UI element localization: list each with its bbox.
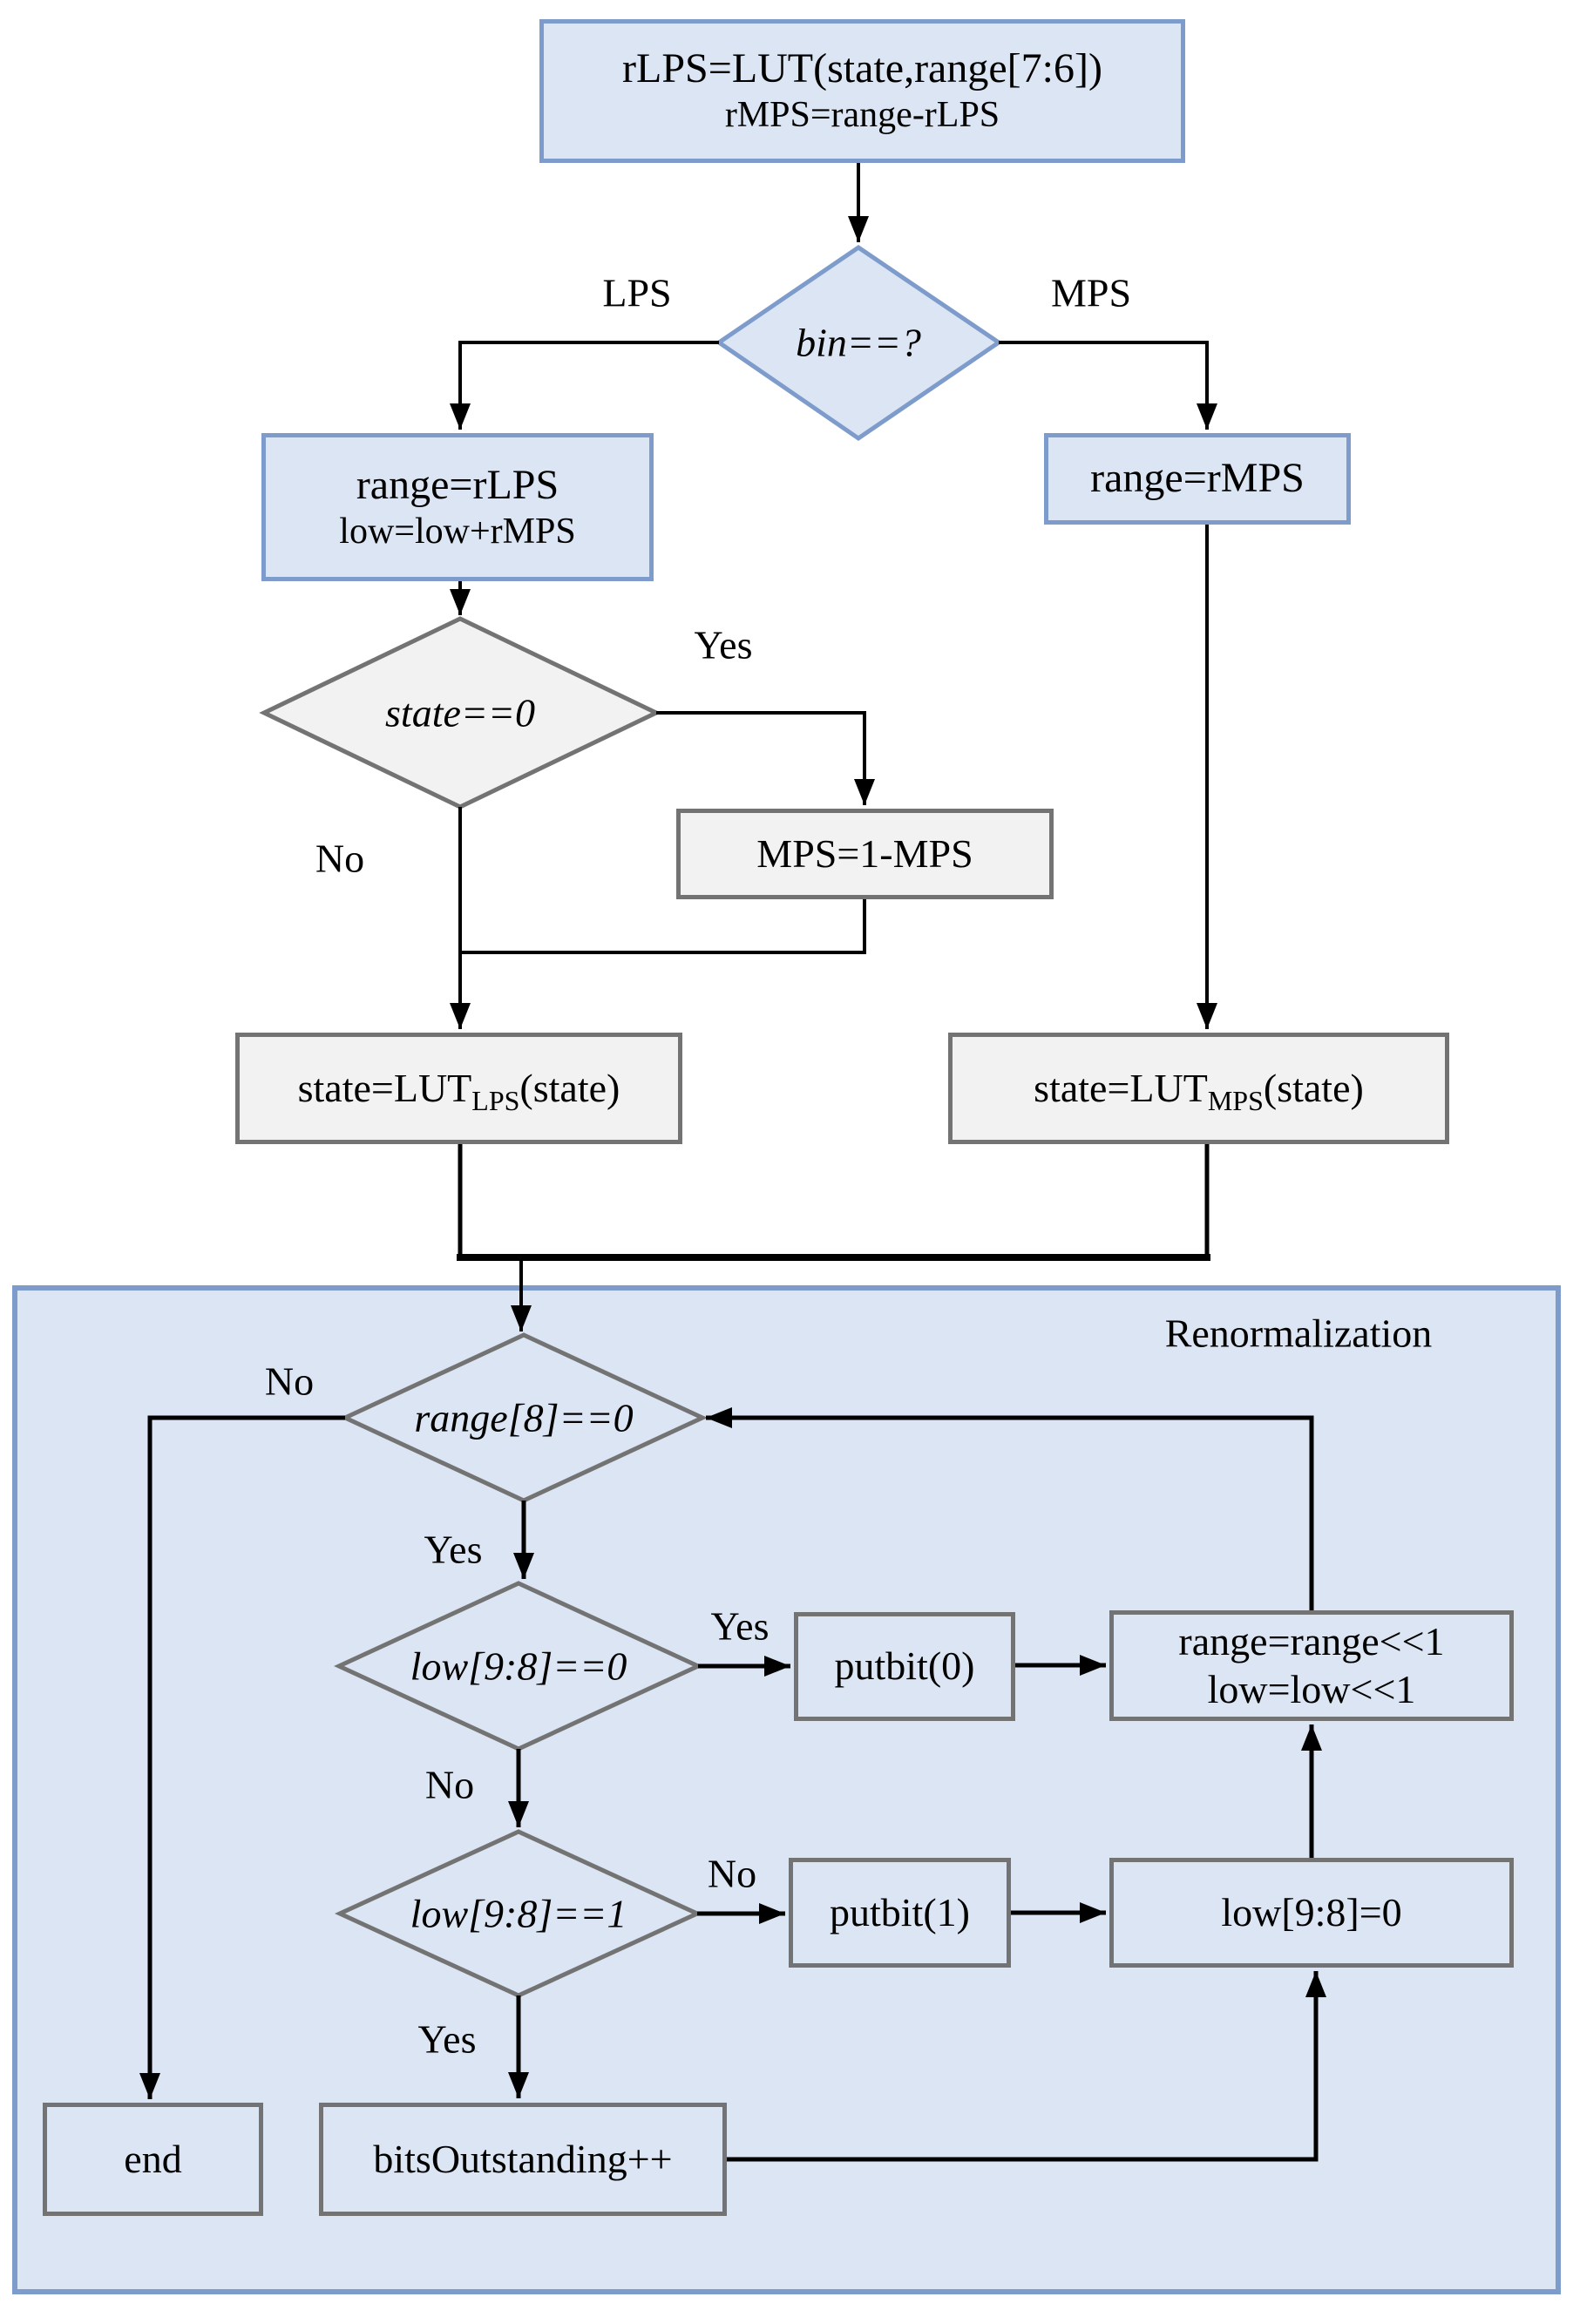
mps-flip-box: MPS=1-MPS xyxy=(676,809,1054,899)
putbit1-label: putbit(1) xyxy=(830,1889,970,1934)
mps-update-box: range=rMPS xyxy=(1044,433,1351,525)
lps-branch-text: LPS xyxy=(602,270,672,315)
end-box: end xyxy=(43,2103,263,2216)
low1-no-text: No xyxy=(707,1851,757,1896)
low0-yes-text: Yes xyxy=(710,1603,770,1649)
init-box-line2: rMPS=range-rLPS xyxy=(724,95,1000,136)
lps-update-box: range=rLPS low=low+rMPS xyxy=(261,433,654,581)
state-no-text: No xyxy=(315,836,365,881)
mps-branch-connector xyxy=(999,341,1217,430)
range-yes-text: Yes xyxy=(424,1527,483,1572)
end-label: end xyxy=(124,2136,182,2181)
range-no-text: No xyxy=(264,1358,315,1404)
renormalization-region xyxy=(12,1285,1561,2294)
putbit1-box: putbit(1) xyxy=(789,1858,1011,1968)
range-bit8-caption: range[8]==0 xyxy=(414,1395,634,1440)
putbit0-label: putbit(0) xyxy=(834,1643,975,1689)
state-yes-text: Yes xyxy=(694,622,753,667)
state-yes-connector xyxy=(656,711,875,805)
lowset-box: low[9:8]=0 xyxy=(1109,1858,1514,1968)
shift-line2: low=low<<1 xyxy=(1207,1666,1416,1711)
state-lut-mps-label: state=LUTMPS(state) xyxy=(1034,1065,1364,1117)
low-bits-zero-caption: low[9:8]==0 xyxy=(410,1643,627,1689)
renormalization-title: Renormalization xyxy=(1164,1311,1433,1356)
mps-update-label: range=rMPS xyxy=(1090,455,1305,502)
init-box-line1: rLPS=LUT(state,range[7:6]) xyxy=(622,45,1102,92)
lowset-label: low[9:8]=0 xyxy=(1221,1889,1402,1934)
init-box: rLPS=LUT(state,range[7:6]) rMPS=range-rL… xyxy=(539,19,1185,163)
lps-update-line1: range=rLPS xyxy=(356,461,559,508)
low1-yes-text: Yes xyxy=(417,2016,477,2062)
low-bits-one-caption: low[9:8]==1 xyxy=(410,1891,627,1936)
shift-box: range=range<<1 low=low<<1 xyxy=(1109,1610,1514,1721)
state-lut-lps-label: state=LUTLPS(state) xyxy=(297,1065,620,1117)
range-no-to-end-connector xyxy=(139,1415,345,2099)
lps-update-line2: low=low+rMPS xyxy=(339,511,576,552)
lps-branch-connector xyxy=(450,341,719,430)
putbit0-box: putbit(0) xyxy=(794,1612,1015,1721)
shift-loop-connector xyxy=(706,1407,1314,1610)
bin-decision-diamond xyxy=(715,244,1003,442)
state-lut-lps-box: state=LUTLPS(state) xyxy=(235,1033,682,1144)
bin-decision-caption: bin==? xyxy=(796,320,921,365)
state-lut-mps-box: state=LUTMPS(state) xyxy=(948,1033,1449,1144)
bits-outstanding-label: bitsOutstanding++ xyxy=(373,2136,673,2181)
state-zero-caption: state==0 xyxy=(385,690,535,735)
shift-line1: range=range<<1 xyxy=(1178,1619,1445,1664)
bits-outstanding-box: bitsOutstanding++ xyxy=(319,2103,727,2216)
bits-to-lowset-connector xyxy=(727,1971,1326,2162)
mps-flip-label: MPS=1-MPS xyxy=(756,830,973,876)
flip-return-connector xyxy=(462,899,866,954)
low0-no-text: No xyxy=(424,1762,475,1807)
mps-branch-text: MPS xyxy=(1050,270,1132,315)
